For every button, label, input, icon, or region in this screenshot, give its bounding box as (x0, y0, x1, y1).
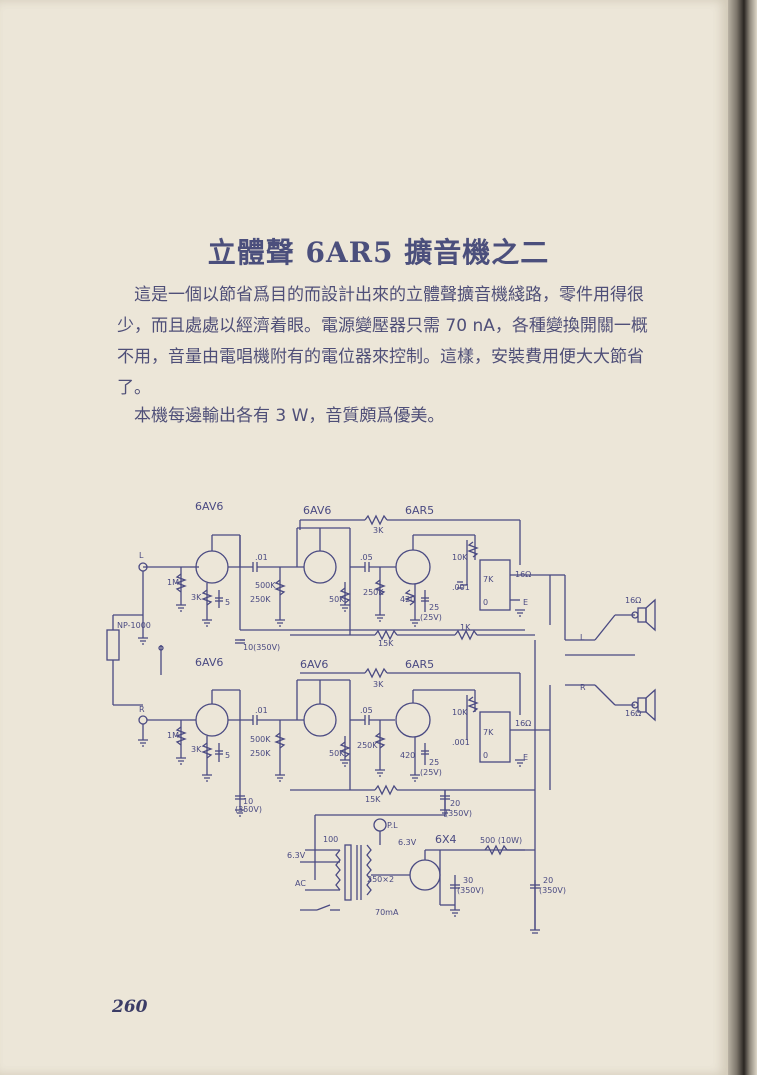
label-c20bv: (350V) (539, 886, 566, 895)
label-25v-bot: (25V) (420, 768, 442, 777)
label-7k-top: 7K (483, 575, 494, 584)
tube-6av6-bottom-2 (303, 703, 337, 737)
label-10k-top: 10K (452, 553, 468, 562)
label-5-bot: 5 (225, 751, 230, 760)
label-3k-cath-top: 3K (191, 593, 202, 602)
label-16ohm-bot: 16Ω (515, 719, 531, 728)
tube-6av6-top-2 (303, 550, 337, 584)
label-50k-bot: 50K (329, 749, 345, 758)
label-pl: P.L (387, 821, 398, 830)
label-001-bot: .001 (452, 738, 470, 747)
paragraph-output: 本機每邊輸出各有 3 W，音質頗爲優美。 (134, 406, 445, 426)
label-15k-bot: 15K (365, 795, 381, 804)
label-input-l: L (139, 551, 144, 560)
amplifier-schematic: 6AV6 6AV6 6AR5 6AV6 6AV6 6AR5 6X4 L R NP… (106, 500, 656, 934)
label-c20v: (350V) (445, 809, 472, 818)
label-6av6-bot2: 6AV6 (300, 658, 328, 671)
label-70ma: 70mA (375, 908, 399, 917)
label-25-bot: 25 (429, 758, 439, 767)
label-1m-bot: 1M (167, 731, 179, 740)
label-r500: 500 (10W) (480, 836, 522, 845)
label-6x4: 6X4 (435, 833, 457, 846)
label-speaker-r: 16Ω (625, 709, 641, 718)
label-c20b: 20 (543, 876, 553, 885)
label-6av6-bot1: 6AV6 (195, 656, 223, 669)
label-np1000: NP-1000 (117, 621, 151, 630)
pilot-lamp (373, 818, 387, 832)
label-c20: 20 (450, 799, 460, 808)
label-3k-fb-bot: 3K (373, 680, 384, 689)
label-c10-bot: 10 (243, 797, 253, 806)
tube-6ar5-bottom (395, 702, 431, 738)
label-c05-top: .05 (360, 553, 373, 562)
label-63v-left: 6.3V (287, 851, 306, 860)
paragraph-intro: 這是一個以節省爲目的而設計出來的立體聲擴音機綫路，零件用得很少，而且處處以經濟着… (117, 285, 648, 398)
label-c10-top: 10(350V) (243, 643, 280, 652)
label-c30v: (350V) (457, 886, 484, 895)
label-420-bot: 420 (400, 751, 415, 760)
label-6ar5-top: 6AR5 (405, 504, 434, 517)
label-c30: 30 (463, 876, 473, 885)
book-spine (728, 0, 757, 1075)
book-page (0, 0, 728, 1075)
label-c05-bot: .05 (360, 706, 373, 715)
label-250k-bot2: 250K (357, 741, 378, 750)
label-500k-bot: 500K (250, 735, 271, 744)
label-c01-top: .01 (255, 553, 268, 562)
label-250k-top: 250K (250, 595, 271, 604)
label-e-top: E (523, 598, 528, 607)
label-input-r: R (139, 705, 145, 714)
label-3k-cath-bot: 3K (191, 745, 202, 754)
label-speaker-l: 16Ω (625, 596, 641, 605)
tube-6x4 (409, 859, 441, 891)
label-ac: AC (295, 879, 306, 888)
label-c01-bot: .01 (255, 706, 268, 715)
label-250k-bot: 250K (250, 749, 271, 758)
label-e-bot: E (523, 753, 528, 762)
label-out-l: L (580, 633, 585, 642)
label-420-top: 420 (400, 595, 415, 604)
label-50k-top: 50K (329, 595, 345, 604)
tube-6av6-top-1 (195, 550, 229, 584)
label-250x2: 250×2 (367, 875, 394, 884)
label-0-bot: 0 (483, 751, 488, 760)
label-5-top: 5 (225, 598, 230, 607)
label-c10v-bot: (350V) (235, 805, 262, 814)
label-6ar5-bot: 6AR5 (405, 658, 434, 671)
label-63v-right: 6.3V (398, 838, 417, 847)
label-1m-top: 1M (167, 578, 179, 587)
label-6av6-top1: 6AV6 (195, 500, 223, 513)
label-250k-top2: 250K (363, 588, 384, 597)
label-001-top: .001 (452, 583, 470, 592)
tube-6av6-bottom-1 (195, 703, 229, 737)
label-3k-fb-top: 3K (373, 526, 384, 535)
label-7k-bot: 7K (483, 728, 494, 737)
page-number: 260 (112, 997, 148, 1017)
label-500k-top: 500K (255, 581, 276, 590)
label-25-top: 25 (429, 603, 439, 612)
tube-6ar5-top (395, 549, 431, 585)
label-1k-top: 1K (460, 623, 471, 632)
label-6av6-top2: 6AV6 (303, 504, 331, 517)
label-out-r: R (580, 683, 586, 692)
label-0-top: 0 (483, 598, 488, 607)
label-16ohm-top: 16Ω (515, 570, 531, 579)
label-10k-bot: 10K (452, 708, 468, 717)
label-15k-top: 15K (378, 639, 394, 648)
label-25v-top: (25V) (420, 613, 442, 622)
page-title: 立體聲 6AR5 擴音機之二 (207, 235, 550, 269)
label-r100: 100 (323, 835, 338, 844)
